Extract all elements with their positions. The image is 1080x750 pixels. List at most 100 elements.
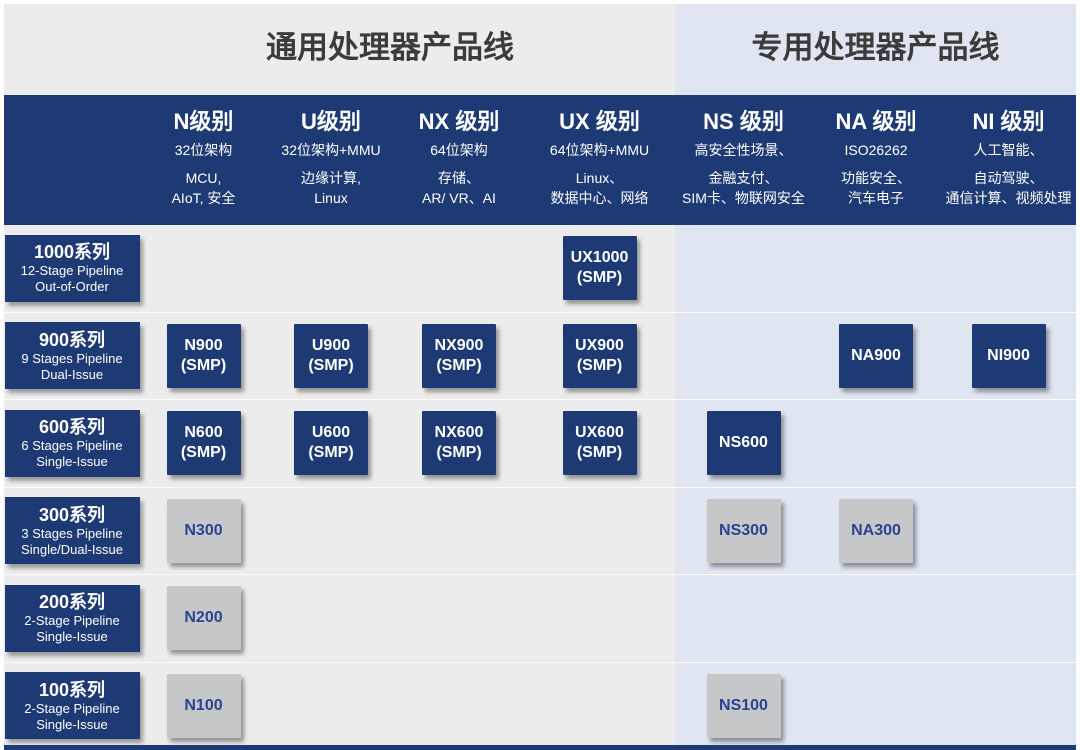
chip-label: NS300 <box>719 521 768 539</box>
chip-NX600: NX600 (SMP) <box>422 411 496 476</box>
chip-label: UX600 <box>575 424 624 442</box>
column-app-line: 数据中心、网络 <box>550 190 649 206</box>
column-app-line: AIoT, 安全 <box>171 190 236 206</box>
chip-label: N200 <box>184 609 223 627</box>
column-arch: ISO26262 <box>844 142 908 158</box>
section-general: 通用处理器产品线 <box>4 4 675 95</box>
chip-label: N600 <box>184 424 223 442</box>
matrix-cell-N: N300 <box>140 488 267 575</box>
matrix-cell-N <box>140 225 267 312</box>
column-apps: Linux、数据中心、网络 <box>523 168 676 208</box>
matrix-cell-NS: NS300 <box>676 488 811 575</box>
matrix-cell-NI <box>941 488 1076 575</box>
column-app-line: 存储、 <box>438 170 480 186</box>
matrix-cell-UX <box>523 488 676 575</box>
chip-label: NX600 <box>434 424 484 442</box>
column-app-line: SIM卡、物联网安全 <box>682 190 805 206</box>
matrix-cell-NI <box>941 663 1076 750</box>
matrix-cell-UX <box>523 575 676 662</box>
series-pipeline: 6 Stages Pipeline <box>21 438 123 454</box>
matrix-cell-NA: NA300 <box>811 488 941 575</box>
column-title: U级别 <box>301 109 361 134</box>
chip-label: U600 <box>311 424 351 442</box>
column-arch: 64位架构 <box>430 142 488 158</box>
chip-label: U900 <box>311 336 351 354</box>
chip-NX900: NX900(SMP) <box>422 323 496 388</box>
chip-UX600: UX600(SMP) <box>562 411 637 476</box>
chip-UX900: UX900(SMP) <box>562 323 637 388</box>
matrix-cell-NA <box>811 225 941 312</box>
column-arch: 人工智能、 <box>973 142 1044 158</box>
chip-N900: N900(SMP) <box>166 323 241 388</box>
column-header-NS: NS 级别高安全性场景、金融支付、SIM卡、物联网安全 <box>676 95 811 225</box>
matrix-cell-UX: UX900(SMP) <box>523 313 676 400</box>
matrix-cell-NI <box>941 575 1076 662</box>
matrix-cell-NS <box>676 225 811 312</box>
chip-NI900: NI900 <box>971 323 1046 388</box>
column-app-line: MCU, <box>185 170 222 186</box>
column-app-line: AR/ VR、AI <box>422 190 496 206</box>
matrix-cell-U: U900(SMP) <box>267 313 395 400</box>
matrix-cell-NX: NX900(SMP) <box>395 313 523 400</box>
matrix-cell-NA <box>811 575 941 662</box>
series-issue: Out-of-Order <box>35 279 109 295</box>
column-app-line: Linux、 <box>575 170 624 186</box>
chip-sub: (SMP) <box>436 444 482 462</box>
series-name: 100系列 <box>38 679 106 700</box>
column-arch: 32位架构+MMU <box>281 142 381 158</box>
chip-label: NS600 <box>719 434 768 452</box>
column-apps: MCU, AIoT, 安全 <box>140 168 267 208</box>
chip-label: NS100 <box>719 696 768 714</box>
chip-label: UX1000 <box>570 249 629 267</box>
chip-N300: N300 <box>166 498 241 563</box>
matrix-cell-NI <box>941 225 1076 312</box>
series-issue: Single-Issue <box>36 716 108 732</box>
matrix-cell-U: U600(SMP) <box>267 400 395 487</box>
matrix-cell-U <box>267 663 395 750</box>
matrix-cell-NS <box>676 575 811 662</box>
matrix-cell-N: N900(SMP) <box>140 313 267 400</box>
column-header-NI: NI 级别人工智能、自动驾驶、通信计算、视频处理 <box>941 95 1076 225</box>
matrix-cell-UX <box>523 663 676 750</box>
series-name: 600系列 <box>38 417 106 438</box>
series-pipeline: 2-Stage Pipeline <box>24 613 120 629</box>
chip-sub: (SMP) <box>180 444 227 462</box>
chip-label: NA300 <box>851 521 901 539</box>
matrix-cell-NX <box>395 225 523 312</box>
series-issue: Dual-Issue <box>40 366 104 382</box>
chip-NA300: NA300 <box>839 498 913 563</box>
column-app-line: 通信计算、视频处理 <box>945 190 1072 206</box>
column-apps: 边缘计算,Linux <box>267 168 395 208</box>
matrix-cell-NA <box>811 663 941 750</box>
series-issue: Single-Issue <box>36 454 108 470</box>
series-name: 200系列 <box>38 592 106 613</box>
section-title-general: 通用处理器产品线 <box>266 30 514 65</box>
matrix-cell-NS: NS100 <box>676 663 811 750</box>
column-apps: 功能安全、汽车电子 <box>811 168 941 208</box>
series-issue: Single/Dual-Issue <box>21 541 123 557</box>
chip-label: N300 <box>184 521 223 539</box>
column-arch: 64位架构+MMU <box>549 142 650 158</box>
chip-NS100: NS100 <box>706 673 781 738</box>
series-pipeline: 12-Stage Pipeline <box>20 263 124 279</box>
chip-NS600: NS600 <box>706 411 781 476</box>
series-name: 1000系列 <box>33 242 111 263</box>
chip-N200: N200 <box>166 586 241 651</box>
matrix-cell-N: N200 <box>140 575 267 662</box>
column-arch: 高安全性场景、 <box>694 142 793 158</box>
column-apps: 存储、 AR/ VR、AI <box>395 168 523 208</box>
